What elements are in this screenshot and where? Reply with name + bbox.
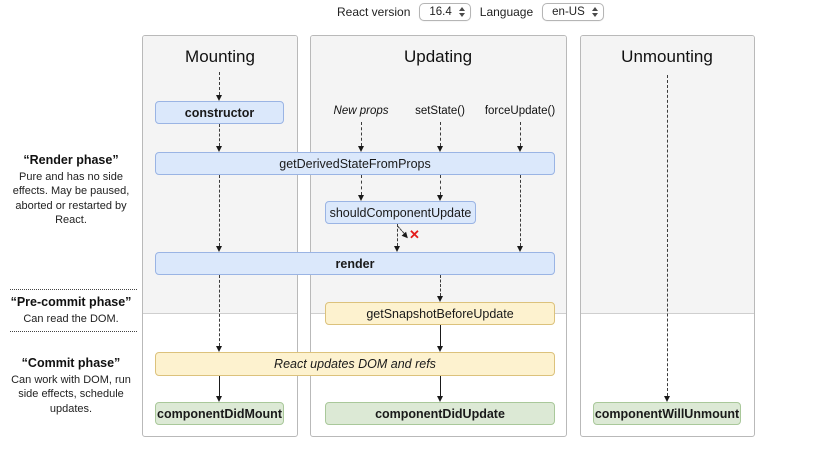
arrow-gsbu-to-dom-update	[437, 325, 443, 352]
arrow-render-to-gsbu	[437, 275, 443, 302]
arrow-force-update-to-gdsfp	[517, 122, 523, 152]
render-phase-description: Pure and has no side effects. May be pau…	[12, 171, 130, 226]
component-did-update-box[interactable]: componentDidUpdate	[325, 402, 555, 425]
updating-column-title: Updating	[403, 47, 473, 66]
language-select[interactable]: en-US	[542, 3, 604, 21]
arrow-gdsfp-to-scu-right	[437, 175, 443, 201]
react-updates-dom-box: React updates DOM and refs	[155, 352, 555, 376]
arrow-dom-update-to-cdu	[437, 376, 443, 402]
get-snapshot-before-update-box[interactable]: getSnapshotBeforeUpdate	[325, 302, 555, 325]
get-derived-state-from-props-box[interactable]: getDerivedStateFromProps	[155, 152, 555, 175]
commit-phase-description: Can work with DOM, run side effects, sch…	[11, 374, 131, 415]
phase-separator	[10, 289, 137, 290]
toolbar: React version 16.4 Language en-US	[337, 3, 604, 21]
render-box[interactable]: render	[155, 252, 555, 275]
arrow-set-state-to-gdsfp	[437, 122, 443, 152]
unmounting-column-title: Unmounting	[621, 47, 713, 66]
should-component-update-box[interactable]: shouldComponentUpdate	[325, 201, 476, 224]
component-will-unmount-box[interactable]: componentWillUnmount	[593, 402, 741, 425]
pre-commit-phase-annotation: “Pre-commit phase” Can read the DOM.	[6, 295, 136, 326]
select-stepper-icon	[591, 7, 598, 17]
react-version-label: React version	[337, 5, 411, 19]
arrow-dom-update-to-cdm	[216, 376, 222, 402]
render-phase-annotation: “Render phase” Pure and has no side effe…	[6, 153, 136, 227]
arrow-gdsfp-to-scu-left	[358, 175, 364, 201]
language-label: Language	[479, 5, 534, 19]
arrow-gdsfp-to-render-mounting	[216, 175, 222, 252]
arrow-scu-to-render	[394, 224, 400, 252]
pre-commit-phase-description: Can read the DOM.	[23, 313, 119, 325]
react-version-value: 16.4	[429, 6, 452, 18]
commit-phase-annotation: “Commit phase” Can work with DOM, run si…	[6, 356, 136, 416]
constructor-box[interactable]: constructor	[155, 101, 284, 124]
pre-commit-phase-title: “Pre-commit phase”	[10, 295, 132, 309]
arrow-force-update-to-render	[517, 175, 523, 252]
render-phase-title: “Render phase”	[23, 153, 119, 167]
abort-x-icon: ✕	[409, 227, 420, 242]
mounting-column-title: Mounting	[185, 47, 255, 66]
commit-phase-title: “Commit phase”	[21, 356, 121, 370]
trigger-new-props: New props	[333, 105, 389, 117]
trigger-set-state: setState()	[415, 105, 465, 117]
select-stepper-icon	[458, 7, 465, 17]
react-version-select[interactable]: 16.4	[419, 3, 471, 21]
arrow-new-props-to-gdsfp	[358, 122, 364, 152]
arrow-render-to-dom-update-mounting	[216, 275, 222, 352]
phase-separator	[10, 331, 137, 332]
updating-column	[310, 35, 567, 437]
language-value: en-US	[552, 6, 585, 18]
arrow-mounting-start	[216, 72, 222, 101]
arrow-constructor-to-gdsfp	[216, 124, 222, 152]
component-did-mount-box[interactable]: componentDidMount	[155, 402, 284, 425]
trigger-force-update: forceUpdate()	[484, 105, 556, 117]
arrow-unmounting	[664, 75, 670, 402]
